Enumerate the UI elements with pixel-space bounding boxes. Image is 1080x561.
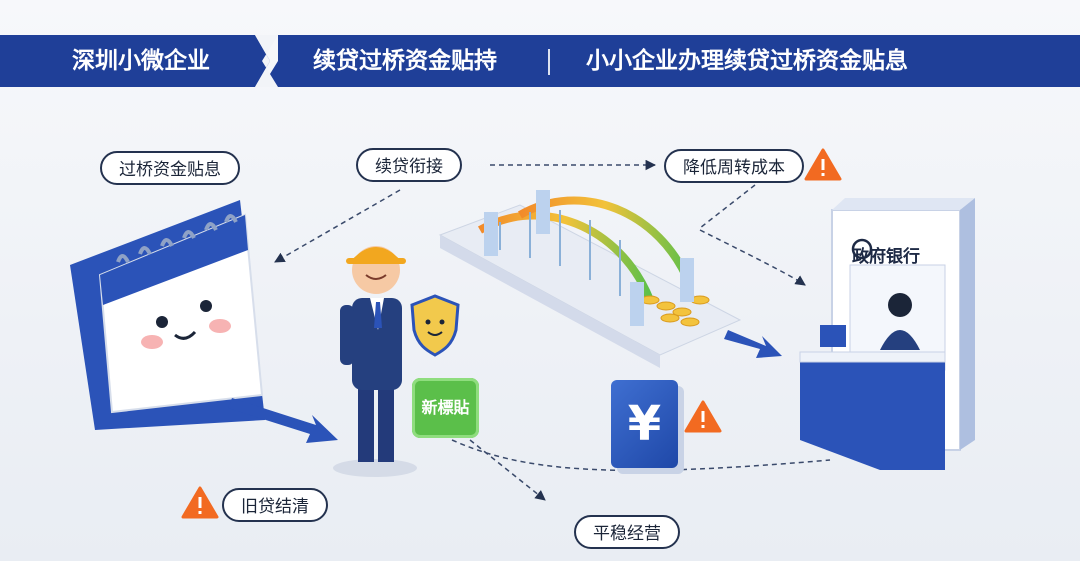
label-reduce-cost: 降低周转成本: [664, 149, 804, 183]
subsidy-badge: 新標貼: [412, 378, 479, 438]
label-old-loan-cleared: 旧贷结清: [222, 488, 328, 522]
banner-background: [0, 35, 1080, 87]
businessman-illustration: [333, 246, 417, 477]
bank-counter-illustration: [799, 198, 975, 470]
warning-icon: [684, 400, 722, 433]
header-banner: 深圳小微企业 续贷过桥资金贴持 小小企业办理续贷过桥资金贴息: [0, 35, 1080, 87]
blue-arrows: [228, 330, 782, 443]
banner-subtitle: 小小企业办理续贷过桥资金贴息: [586, 48, 908, 74]
label-loan-connection: 续贷衔接: [356, 148, 462, 182]
label-stable-operation: 平稳经营: [574, 515, 680, 549]
calendar-illustration: [70, 200, 265, 430]
bank-name-label: 政府银行: [852, 247, 920, 267]
warning-icon: [804, 148, 842, 181]
label-bridge-subsidy: 过桥资金贴息: [100, 151, 240, 185]
yuan-currency-icon: ¥: [611, 380, 678, 468]
banner-title-region: 深圳小微企业: [72, 48, 210, 74]
dashed-connectors: [274, 159, 831, 501]
warning-icon: [181, 486, 219, 519]
bridge-illustration: [438, 190, 742, 368]
shield-icon: [410, 294, 460, 357]
banner-title-topic: 续贷过桥资金贴持: [313, 48, 497, 74]
banner-separator: [548, 49, 550, 75]
